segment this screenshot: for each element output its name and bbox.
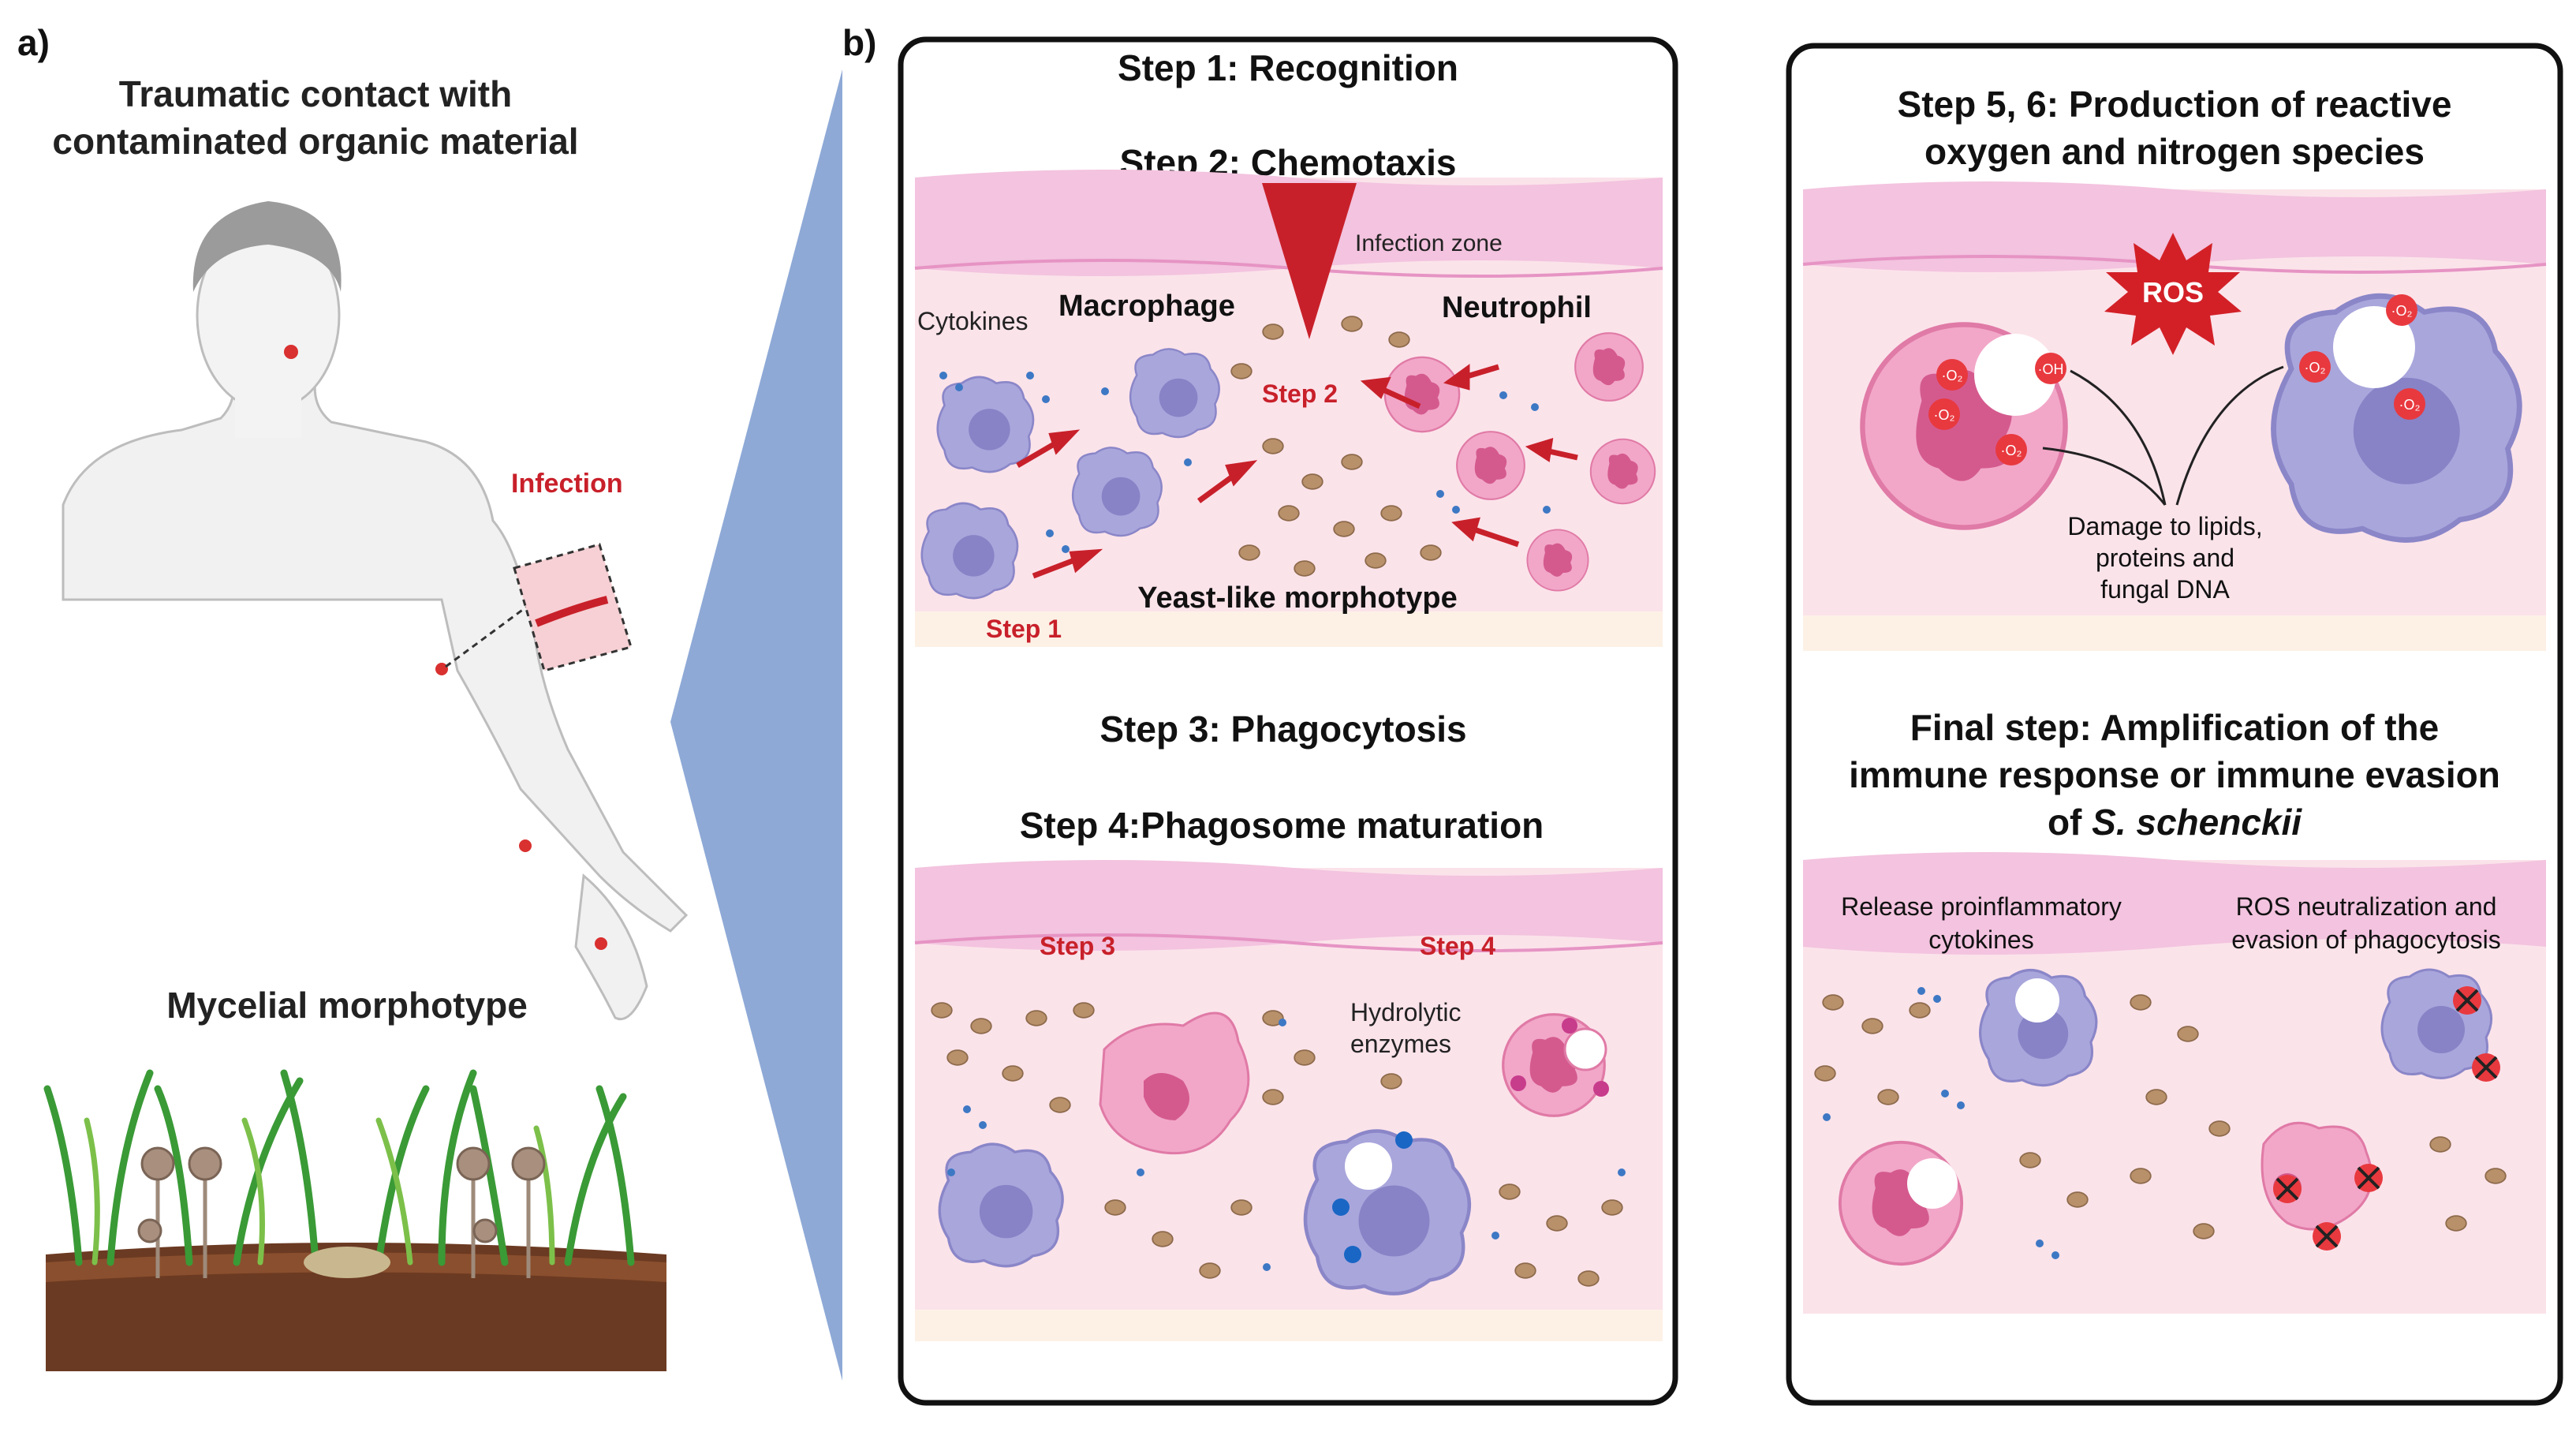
neutrophil-label: Neutrophil (1442, 291, 1592, 324)
radical-o2-3: ·O₂ (2001, 443, 2022, 458)
yeast-morphotype-label: Yeast-like morphotype (1137, 581, 1457, 615)
panel-a-title-line1: Traumatic contact with (119, 73, 512, 114)
release-label-line2: cytokines (1928, 925, 2033, 954)
step4-short-label: Step 4 (1420, 932, 1495, 960)
chemotaxis-arrows (1016, 364, 1578, 579)
damage-label-line2: proteins and (2096, 544, 2234, 572)
step56-title-line2: oxygen and nitrogen species (1925, 131, 2425, 172)
radical-oh: ·OH (2038, 361, 2064, 377)
hydrolytic-label-line2: enzymes (1350, 1030, 1451, 1058)
radical-o2-5: ·O₂ (2305, 360, 2326, 376)
damage-label-line1: Damage to lipids, (2067, 512, 2262, 540)
step3-title: Step 3: Phagocytosis (1099, 709, 1466, 750)
cytokines-label: Cytokines (917, 307, 1029, 335)
tissue-section-top (914, 170, 1663, 647)
infection-zone-label: Infection zone (1355, 230, 1503, 256)
damage-arrows (2042, 365, 2284, 506)
radical-o2-6: ·O₂ (2399, 397, 2421, 413)
radical-o2-4: ·O₂ (2391, 303, 2413, 319)
step56-title-line1: Step 5, 6: Production of reactive (1898, 84, 2452, 125)
blocked-ros-icons (2273, 986, 2500, 1251)
infection-zoom-inset (445, 543, 633, 672)
radical-markers (1928, 294, 2425, 465)
final-step-line2: immune response or immune evasion (1849, 754, 2500, 795)
step4-title: Step 4:Phagosome maturation (1020, 805, 1544, 846)
phagocytosis-cells (938, 1011, 1609, 1294)
step1-short-label: Step 1 (986, 615, 1062, 643)
panel-a-label: a) (17, 22, 50, 63)
panel-b-label: b) (842, 22, 876, 63)
step1-title: Step 1: Recognition (1118, 47, 1458, 88)
step3-short-label: Step 3 (1040, 932, 1115, 960)
panel-a-title-line2: contaminated organic material (52, 121, 578, 162)
tissue-section-ros (1802, 181, 2547, 651)
radical-o2-2: ·O₂ (1934, 407, 1955, 423)
zoom-wedge (670, 69, 842, 1381)
ros-label: ROS (2142, 276, 2204, 308)
soil-grass-illustration (43, 1069, 666, 1371)
human-figure-icon (62, 201, 689, 1020)
final-step-line3: of S. schenckii (2048, 802, 2302, 843)
final-step-prefix: of (2048, 802, 2092, 843)
release-label-line1: Release proinflammatory (1841, 892, 2122, 921)
ros-neutral-label-line1: ROS neutralization and (2236, 892, 2497, 921)
final-step-line1: Final step: Amplification of the (1910, 707, 2439, 748)
species-name: S. schenckii (2092, 802, 2302, 843)
hydrolytic-label-line1: Hydrolytic (1350, 998, 1461, 1026)
step2-short-label: Step 2 (1262, 379, 1338, 408)
damage-label-line3: fungal DNA (2100, 575, 2230, 604)
radical-o2-1: ·O₂ (1942, 368, 1963, 383)
ros-neutral-label-line2: evasion of phagocytosis (2231, 925, 2501, 954)
mycelial-morphotype-label: Mycelial morphotype (166, 985, 528, 1026)
infection-label: Infection (511, 469, 623, 499)
ros-cells (1862, 296, 2519, 540)
macrophage-label: Macrophage (1058, 290, 1235, 323)
ros-burst-icon (2104, 233, 2242, 355)
